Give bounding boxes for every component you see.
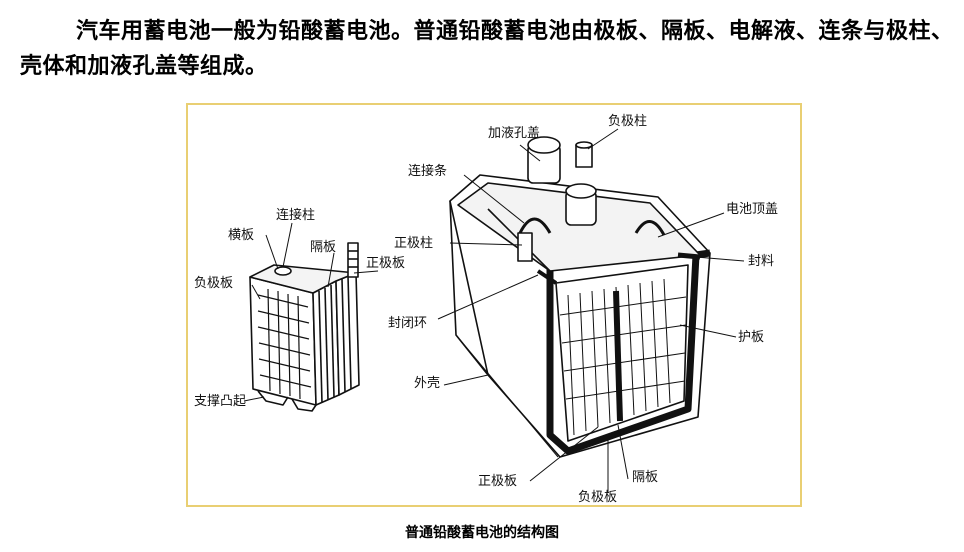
label-guard-plate: 护板 — [738, 330, 764, 345]
diagram-labels: 加液孔盖 负极柱 连接条 电池顶盖 正极柱 封料 封闭环 护板 外壳 正极板 隔… — [194, 114, 778, 505]
label-fill-cap: 加液孔盖 — [488, 126, 540, 141]
label-negative-plate-left: 负极板 — [194, 276, 233, 291]
label-connecting-post: 连接柱 — [276, 207, 315, 223]
label-cross-bar: 横板 — [228, 228, 254, 243]
label-negative-post: 负极柱 — [608, 114, 647, 129]
plate-group-illustration — [249, 242, 360, 412]
battery-diagram-svg: 加液孔盖 负极柱 连接条 电池顶盖 正极柱 封料 封闭环 护板 外壳 正极板 隔… — [194, 114, 778, 505]
label-separator-bottom: 隔板 — [632, 470, 658, 485]
label-positive-post: 正极柱 — [394, 236, 433, 251]
label-negative-plate-bottom: 负极板 — [578, 490, 617, 505]
label-connector-strap: 连接条 — [408, 163, 447, 179]
battery-structure-figure: 加液孔盖 负极柱 连接条 电池顶盖 正极柱 封料 封闭环 护板 外壳 正极板 隔… — [186, 103, 802, 507]
label-separator-left: 隔板 — [310, 240, 336, 255]
figure-caption: 普通铅酸蓄电池的结构图 — [405, 525, 559, 541]
label-sealant: 封料 — [748, 254, 774, 269]
intro-paragraph: 汽车用蓄电池一般为铅酸蓄电池。普通铅酸蓄电池由极板、隔板、电解液、连条与极柱、壳… — [20, 18, 954, 79]
label-outer-case: 外壳 — [414, 376, 440, 391]
label-positive-plate-bottom: 正极板 — [478, 474, 517, 489]
label-positive-plate-left: 正极板 — [366, 256, 405, 271]
leader-lines — [243, 128, 745, 493]
label-support-rib: 支撑凸起 — [194, 394, 246, 409]
label-battery-cover: 电池顶盖 — [726, 202, 778, 217]
label-seal-ring: 封闭环 — [388, 316, 427, 331]
